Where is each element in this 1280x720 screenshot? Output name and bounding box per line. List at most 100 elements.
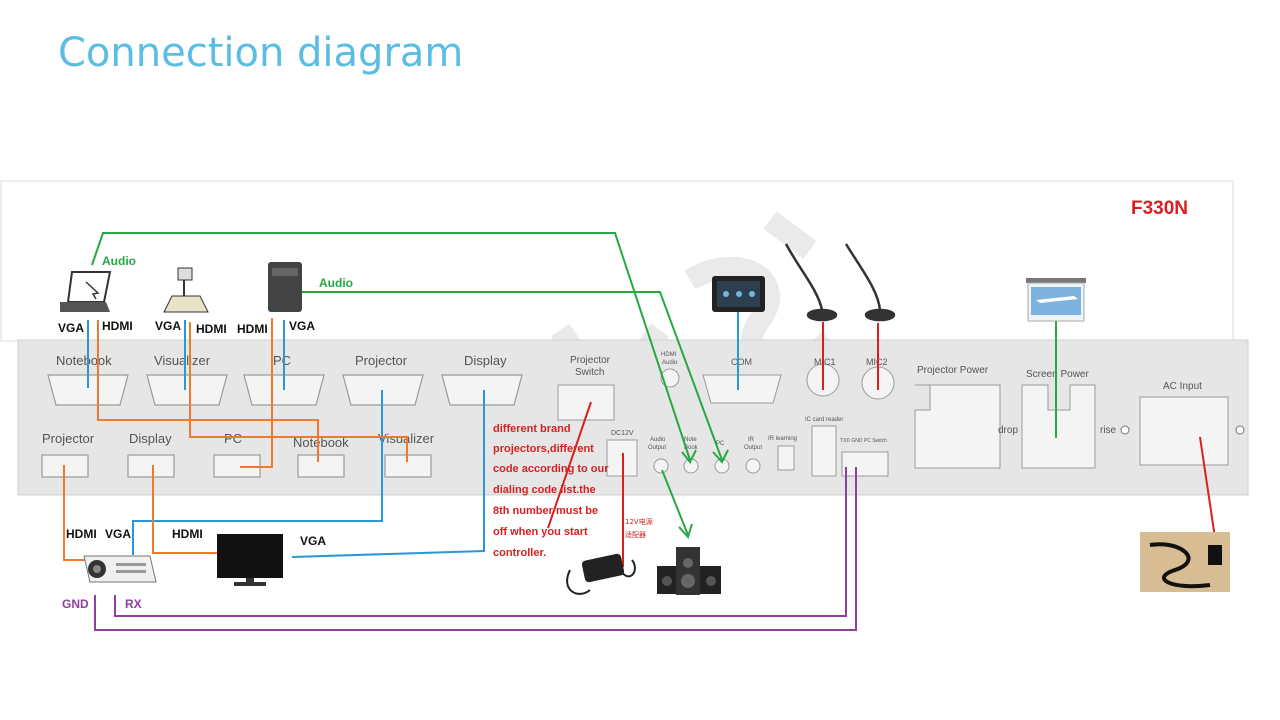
output-label-notebook: Notebook — [293, 435, 349, 450]
terminal-label: TXD GND PC Switch — [840, 438, 887, 444]
ir-learning-label: IR learning — [768, 436, 797, 442]
note-line-7: controller. — [493, 547, 546, 559]
projector-hdmi-label: HDMI — [66, 527, 97, 541]
input-label-pc: PC — [273, 353, 291, 368]
svg-text:IR Output: IR Output — [744, 437, 762, 451]
display-vga-cable — [291, 390, 485, 558]
display-hdmi-port — [127, 454, 175, 478]
pc-hdmi-label: HDMI — [237, 322, 268, 336]
pc-vga-label: VGA — [289, 319, 315, 333]
panel-screw — [1235, 425, 1245, 435]
hdmi-audio-jack — [660, 368, 680, 388]
power-adapter-label-line2: 适配器 — [625, 530, 646, 539]
projector-vga-label: VGA — [105, 527, 131, 541]
projector-code-note: different brand projectors,different cod… — [493, 423, 612, 559]
output-label-pc: PC — [224, 431, 242, 446]
input-label-display: Display — [464, 353, 507, 368]
ic-card-reader-port — [811, 425, 837, 477]
dc12v-label: DC12V — [611, 430, 634, 437]
mic1-label: MIC1 — [814, 357, 836, 367]
projector-switch-label-line1: Projector — [570, 355, 611, 366]
projector-switch-label-line2: Switch — [575, 367, 604, 378]
notebook-hdmi-port — [297, 454, 345, 478]
projector-power-socket — [914, 384, 1001, 469]
mic2-label: MIC2 — [866, 357, 888, 367]
notebook-audio-cable — [91, 232, 691, 461]
screen-drop-label: drop — [998, 425, 1018, 436]
audio-output-jack — [653, 458, 669, 474]
note-line-1: different brand — [493, 423, 571, 435]
serial-terminal-block — [841, 451, 889, 477]
serial-rx-label: RX — [125, 597, 142, 611]
notebook-hdmi-label: HDMI — [102, 319, 133, 333]
power-adapter-label-line1: 12V电源 — [625, 517, 653, 526]
serial-gnd-cable — [94, 467, 857, 631]
svg-text:Audio Output: Audio Output — [648, 437, 667, 451]
touch-panel-device — [712, 276, 765, 312]
notebook-hdmi-cable — [97, 320, 319, 462]
visualizer-input-port — [146, 374, 228, 406]
pc-audio-cable — [300, 291, 723, 461]
display-output-vga-port — [441, 374, 523, 406]
display-hdmi-cable — [152, 465, 220, 554]
arrow-head-pc-audio — [712, 449, 729, 464]
input-label-visualizer: Visualizer — [154, 353, 211, 368]
display-vga-label: VGA — [300, 534, 326, 548]
notebook-device — [60, 271, 112, 312]
pc-tower-device — [268, 262, 302, 312]
visualizer-vga-label: VGA — [155, 319, 181, 333]
output-label-projector: Projector — [42, 431, 95, 446]
ac-input-socket — [1139, 396, 1229, 466]
projection-screen-device — [1026, 278, 1086, 322]
model-label: F330N — [1131, 198, 1188, 219]
serial-rx-cable — [114, 467, 847, 617]
projector-vga-cable — [132, 390, 383, 555]
com-port — [702, 374, 782, 404]
arrow-head-notebook-audio — [681, 449, 697, 464]
svg-text:HDMI Audio: HDMI Audio — [661, 352, 678, 366]
visualizer-hdmi-cable — [189, 322, 408, 462]
note-line-5: 8th number must be — [493, 505, 598, 517]
note-line-3: code according to our — [493, 463, 609, 475]
note-line-4: dialing code list.the — [493, 484, 596, 496]
input-label-notebook: Notebook — [56, 353, 112, 368]
ir-learning-sensor — [777, 445, 795, 471]
arrow-head-speaker — [678, 523, 693, 539]
ac-input-label: AC Input — [1163, 381, 1202, 392]
display-hdmi-label: HDMI — [172, 527, 203, 541]
input-label-projector: Projector — [355, 353, 408, 368]
pc-audio-label: PC — [716, 441, 725, 447]
output-label-display: Display — [129, 431, 172, 446]
ir-output-jack — [745, 458, 761, 474]
microphone-2-device — [844, 243, 896, 322]
ic-card-reader-label: IC card reader — [805, 417, 843, 423]
svg-text:12V电源 适配器: 12V电源 适配器 — [625, 517, 655, 539]
screen-power-label: Screen Power — [1026, 369, 1089, 380]
microphone-1-device — [784, 243, 838, 322]
screen-power-socket — [1021, 384, 1096, 469]
notebook-input-port — [47, 374, 129, 406]
projector-device — [83, 555, 157, 583]
note-line-2: projectors,different — [493, 443, 594, 455]
visualizer-device — [163, 267, 209, 313]
projector-power-label: Projector Power — [917, 365, 989, 376]
notebook-vga-label: VGA — [58, 321, 84, 335]
com-label: COM — [731, 357, 752, 367]
power-adapter-device — [566, 553, 636, 595]
screen-rise-label: rise — [1100, 425, 1117, 436]
visualizer-hdmi-label: HDMI — [196, 322, 227, 336]
projector-switch-pointer — [547, 401, 592, 529]
speaker-audio-cable — [661, 469, 689, 536]
rise-indicator — [1120, 425, 1130, 435]
pc-audio-cable-label: Audio — [319, 276, 353, 290]
notebook-audio-label: Audio — [102, 254, 136, 268]
slide-title: Connection diagram — [58, 30, 464, 76]
serial-gnd-label: GND — [62, 597, 89, 611]
note-line-6: off when you start — [493, 526, 588, 538]
svg-text:Projector Switch: Projector Switch — [570, 355, 613, 378]
display-monitor-device — [217, 534, 283, 586]
speakers-device — [657, 547, 721, 595]
ac-power-cord-device — [1140, 532, 1230, 592]
svg-text:Note Book: Note Book — [684, 437, 699, 451]
